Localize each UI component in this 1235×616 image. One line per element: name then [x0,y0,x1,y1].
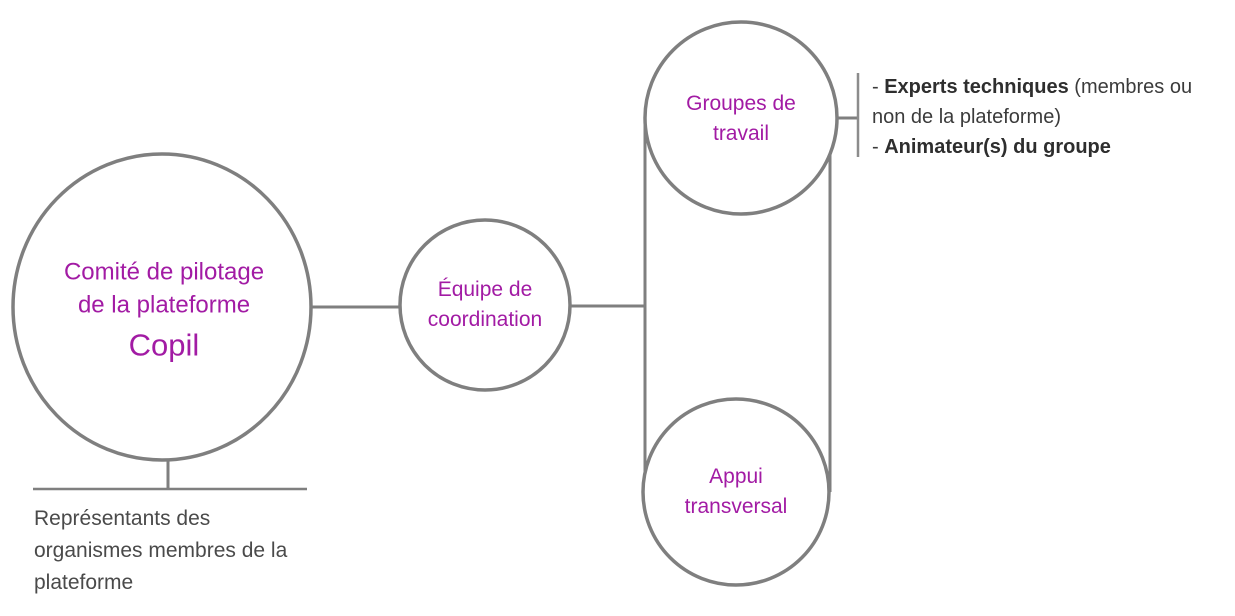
annotation-item1-dash: - [872,76,885,98]
coordination-label-line2: coordination [427,308,543,331]
copil-label-line2: de la plateforme [77,291,251,319]
transversal-support-circle-label: Appui transversal [685,462,788,522]
copil-caption-line2: organismes membres de la [34,539,288,562]
annotation-item2-bold: Animateur(s) du groupe [884,136,1111,158]
annotation-item2: - Animateur(s) du groupe [872,132,1230,162]
copil-caption-line1: Représentants des [34,507,211,530]
copil-label-subtitle: Copil [128,327,200,363]
copil-label-line1: Comité de pilotage [63,258,265,286]
coordination-label-line1: Équipe de [437,278,533,301]
transversal-support-label-line1: Appui [709,465,763,488]
work-groups-annotation: - Experts techniques (membres ou non de … [872,72,1230,162]
annotation-item1-bold: Experts techniques [884,76,1069,98]
annotation-item1: - Experts techniques (membres ou non de … [872,76,1192,128]
annotation-item2-dash: - [872,136,885,158]
work-groups-label-line1: Groupes de [686,92,796,115]
copil-caption: Représentants des organismes membres de … [34,503,287,599]
copil-circle [11,152,313,462]
coordination-circle-label: Équipe de coordination [428,275,542,335]
annotation-item1-rest: (membres ou non de la plateforme) [872,76,1193,128]
transversal-support-circle [641,397,831,587]
copil-circle-label: Comité de pilotage de la plateforme Copi… [64,256,264,365]
work-groups-circle [643,20,839,216]
coordination-circle [398,218,572,392]
work-groups-label-line2: travail [712,122,770,145]
copil-caption-line3: plateforme [34,571,134,594]
work-groups-circle-label: Groupes de travail [686,89,796,149]
transversal-support-label-line2: transversal [684,495,788,518]
